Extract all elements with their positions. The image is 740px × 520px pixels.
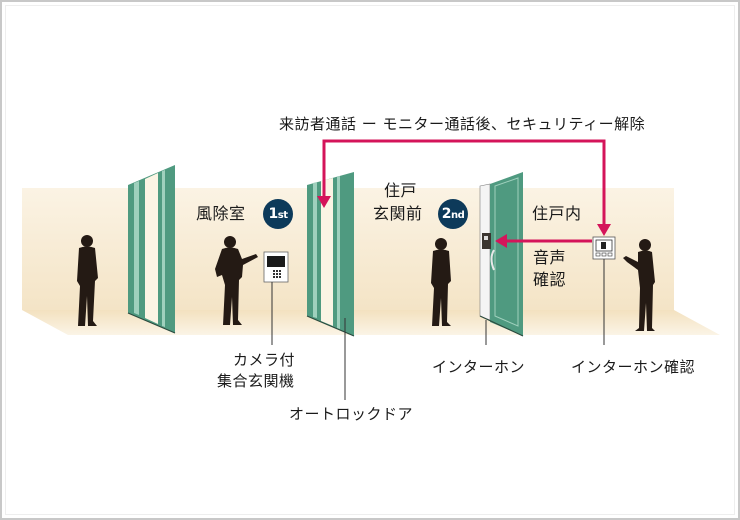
callout-intercom-check: インターホン確認 — [571, 358, 696, 376]
flow-label: 来訪者通話 ー モニター通話後、セキュリティー解除 — [279, 115, 646, 133]
flow-arrows — [322, 139, 606, 243]
callout-autolock-door: オートロックドア — [289, 405, 414, 423]
camera-entrance-panel — [263, 251, 289, 283]
callout-camera-panel-line1: カメラ付 — [233, 351, 296, 369]
person-outside — [77, 235, 98, 326]
outer-glass-door — [127, 165, 176, 334]
intercom-monitor — [592, 236, 616, 260]
unit-entrance-door — [479, 172, 524, 337]
zone-label-inside: 住戸内 — [532, 204, 582, 223]
zone-label-windbreak: 風除室 — [196, 204, 246, 223]
callout-leader-lines — [271, 259, 605, 400]
frame-inner-border — [5, 5, 735, 515]
callout-intercom: インターホン — [432, 358, 526, 376]
person-silhouettes — [77, 235, 655, 331]
voice-check-line2: 確認 — [533, 270, 567, 289]
step-badge-suffix: st — [277, 210, 288, 221]
step-badge-suffix: nd — [450, 210, 465, 221]
zone-label-entrance-line2: 玄関前 — [373, 204, 423, 223]
person-entrance — [431, 238, 451, 326]
arrowheads — [317, 196, 611, 248]
step-badge-number: 2 — [441, 206, 452, 222]
zone-label-entrance-line1: 住戸 — [384, 181, 418, 200]
step-badge-number: 1 — [268, 206, 279, 222]
voice-check-line1: 音声 — [533, 248, 567, 267]
person-inside — [623, 239, 655, 331]
corridor-background — [22, 188, 720, 335]
person-windbreak — [215, 236, 258, 325]
autolock-door-shape — [306, 172, 355, 337]
callout-camera-panel-line2: 集合玄関機 — [217, 372, 295, 390]
